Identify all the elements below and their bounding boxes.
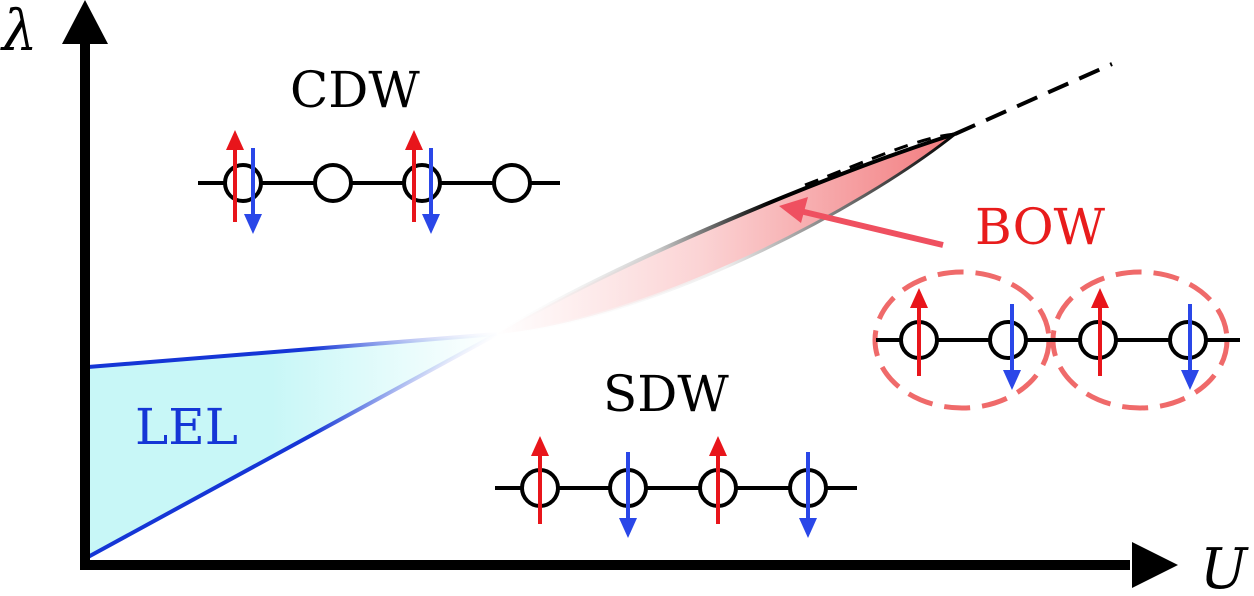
bow-upper-boundary — [495, 132, 956, 336]
y-axis-arrowhead — [62, 0, 108, 44]
x-axis-arrowhead — [1132, 542, 1178, 588]
spin-down-arrow — [1181, 304, 1199, 390]
lel-label: LEL — [135, 398, 238, 456]
bow-region — [497, 134, 955, 334]
bow-pointer-arrow-line — [799, 208, 944, 248]
spin-down-arrow — [422, 148, 440, 234]
spin-up-arrow — [405, 130, 423, 222]
cdw-chain — [198, 130, 560, 234]
x-axis-label: U — [1200, 537, 1249, 591]
bow-site — [988, 320, 1028, 360]
bow-upper-dashed-edge — [804, 132, 956, 187]
bow-lower-boundary — [496, 132, 956, 336]
phase-boundary-dashed — [954, 62, 1113, 136]
sdw-label: SDW — [603, 365, 729, 423]
lel-lower-boundary — [87, 332, 498, 559]
lel-upper-boundary — [87, 332, 498, 369]
bow-chain — [872, 269, 1240, 411]
bow-label: BOW — [975, 198, 1106, 256]
spin-up-arrow — [531, 436, 549, 524]
spin-up-arrow — [226, 130, 244, 222]
spin-up-arrow — [1091, 288, 1109, 376]
cdw-site — [313, 163, 353, 203]
cdw-label: CDW — [290, 61, 420, 119]
spin-up-arrow — [910, 288, 928, 376]
spin-down-arrow — [1003, 304, 1021, 390]
cdw-site — [492, 163, 532, 203]
bow-pointer-arrowhead — [779, 197, 808, 223]
spin-up-arrow — [709, 436, 727, 524]
sdw-chain — [495, 436, 857, 538]
spin-down-arrow — [799, 452, 817, 538]
spin-down-arrow — [244, 148, 262, 234]
y-axis-label: λ — [0, 0, 38, 64]
cdw-site — [402, 163, 442, 203]
cdw-site — [223, 163, 263, 203]
spin-down-arrow — [619, 452, 637, 538]
